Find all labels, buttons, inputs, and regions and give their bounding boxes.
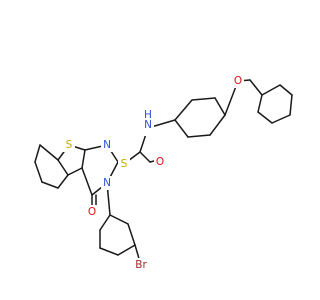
bond-3 bbox=[57, 174, 69, 189]
bond-28 bbox=[174, 119, 189, 138]
bond-27 bbox=[187, 134, 211, 138]
atom-o-amide-label: O bbox=[156, 156, 164, 168]
atom-label-layer: S N N S O N H O O bbox=[63, 74, 244, 272]
atom-n-amide: N H bbox=[142, 109, 154, 136]
bond-25 bbox=[214, 97, 226, 116]
atom-o-ether: O bbox=[232, 74, 244, 88]
atom-n-amide-label: N bbox=[144, 119, 152, 131]
atom-o-ether-label: O bbox=[234, 75, 242, 87]
bond-36 bbox=[257, 111, 273, 124]
atom-n-ring-upper: N bbox=[101, 138, 113, 152]
bond-43 bbox=[99, 247, 119, 256]
bond-layer bbox=[34, 79, 293, 263]
atom-s-thiophene: S bbox=[63, 138, 75, 152]
atom-h-amide-label: H bbox=[144, 109, 152, 121]
atom-bromine-label: Br bbox=[135, 259, 147, 271]
bond-23 bbox=[174, 99, 193, 121]
bond-14 bbox=[81, 167, 93, 196]
bond-35 bbox=[271, 114, 291, 124]
bond-39 bbox=[109, 214, 129, 225]
bond-0 bbox=[34, 144, 41, 163]
bond-33 bbox=[279, 84, 293, 96]
bond-37 bbox=[257, 94, 263, 113]
bond-26 bbox=[209, 114, 226, 136]
atom-bromine: Br bbox=[132, 258, 150, 272]
atom-s-thioether-label: S bbox=[121, 158, 128, 170]
bond-34 bbox=[289, 94, 293, 116]
bond-19 bbox=[139, 151, 151, 163]
atom-s-thioether: S bbox=[118, 158, 130, 172]
bond-2 bbox=[41, 181, 59, 189]
atom-n-ring-lower-label: N bbox=[103, 177, 111, 189]
bond-32 bbox=[261, 84, 281, 96]
bond-24 bbox=[191, 97, 216, 101]
bond-42 bbox=[117, 244, 136, 256]
molecule-structure: S N N S O N H O O bbox=[34, 74, 293, 272]
atom-o-amide: O bbox=[154, 155, 166, 169]
atom-n-ring-upper-label: N bbox=[103, 139, 111, 151]
atom-o-ketone-label: O bbox=[88, 206, 96, 218]
bond-9 bbox=[67, 167, 83, 176]
bond-45 bbox=[99, 214, 111, 231]
atom-n-ring-lower: N bbox=[101, 176, 113, 190]
bond-8 bbox=[81, 149, 86, 169]
atom-s-thiophene-label: S bbox=[66, 139, 73, 151]
bond-40 bbox=[127, 223, 136, 246]
bond-4 bbox=[57, 159, 69, 176]
bond-1 bbox=[34, 161, 43, 183]
atom-o-ketone: O bbox=[86, 205, 98, 219]
bond-31 bbox=[249, 79, 263, 96]
bond-5 bbox=[39, 144, 59, 161]
